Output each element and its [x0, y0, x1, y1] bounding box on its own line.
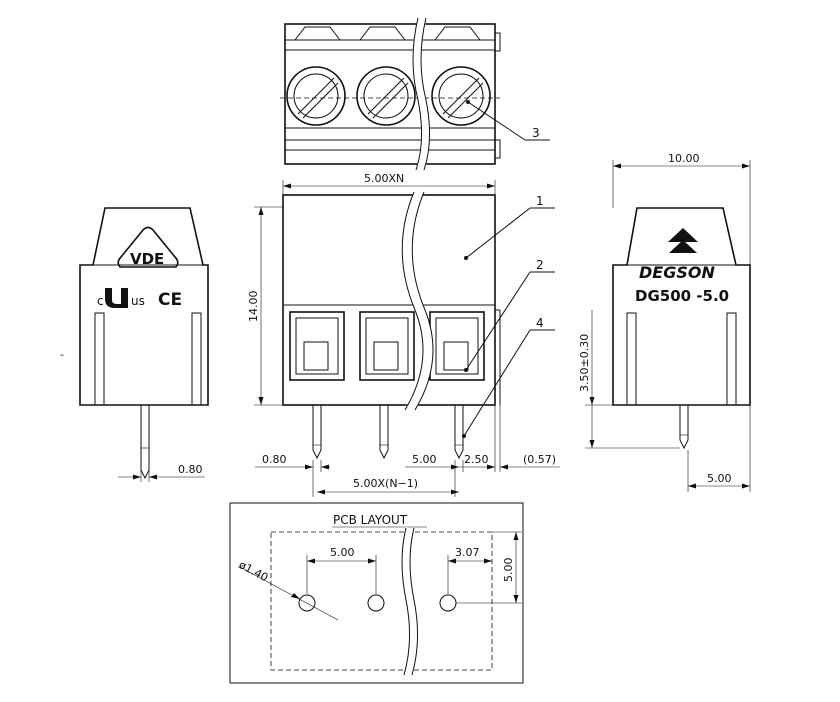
wire-opening-2 [359, 311, 415, 381]
callout-1: 1 [536, 194, 544, 208]
wire-opening-1 [289, 311, 345, 381]
degson-logo-icon [668, 228, 698, 242]
screw-3 [431, 66, 491, 126]
dim-width-pitch: 5.00XN [364, 172, 404, 185]
top-view: 3 [280, 16, 550, 172]
screw-2 [356, 66, 416, 126]
dim-side-pin-width: 0.80 [178, 463, 203, 476]
pin-1 [312, 405, 322, 460]
dim-hole-diameter: ø1.40 [237, 558, 271, 584]
right-side-view: DEGSON DG500 -5.0 10.00 3.50±0.30 5.00 [578, 152, 751, 492]
pin-2 [379, 405, 389, 460]
model-name: DG500 -5.0 [635, 287, 729, 305]
ul-logo [105, 288, 128, 308]
front-view: 1 2 4 5.00XN 14.00 0.8 [247, 172, 560, 497]
dim-pin-width-left: 0.80 [262, 453, 287, 466]
dim-pitch: 5.00 [412, 453, 437, 466]
dim-edge: 2.50 [464, 453, 489, 466]
ce-mark: CE [158, 290, 182, 310]
callout-3: 3 [532, 126, 540, 140]
dim-pin-offset: 5.00 [707, 472, 732, 485]
pcb-layout-title: PCB LAYOUT [333, 513, 408, 527]
brand-name: DEGSON [639, 263, 715, 282]
ul-prefix: c [97, 294, 104, 308]
screw-1 [286, 66, 346, 126]
pcb-hole-3 [439, 594, 457, 612]
pin-3 [454, 405, 464, 460]
dim-pcb-height: 5.00 [502, 558, 515, 583]
callout-4: 4 [536, 316, 544, 330]
pcb-hole-2 [367, 594, 385, 612]
dim-pcb-pitch: 5.00 [330, 546, 355, 559]
left-side-view: VDE c us CE 0.80 [79, 207, 209, 482]
dim-side-depth: 10.00 [668, 152, 700, 165]
dim-pitch-total: 5.00X(N−1) [353, 477, 418, 490]
dim-row-offset: 3.07 [455, 546, 480, 559]
pcb-layout: PCB LAYOUT ø1.40 5.00 3.07 5.00 [229, 502, 524, 684]
vde-mark: VDE [130, 250, 164, 268]
dim-height: 14.00 [247, 291, 260, 323]
wire-opening-3 [429, 311, 485, 381]
dim-pin-height: 3.50±0.30 [578, 334, 591, 392]
margin-mark: - [60, 348, 64, 361]
callout-2: 2 [536, 258, 544, 272]
pcb-hole-1 [298, 594, 316, 612]
dim-offset: (0.57) [523, 453, 556, 466]
ul-suffix: us [131, 294, 145, 308]
